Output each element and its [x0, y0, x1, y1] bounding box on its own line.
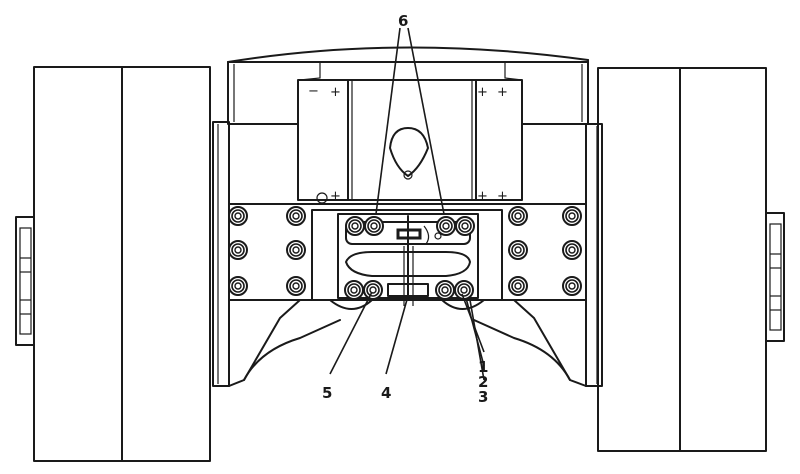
callout-4: 4: [381, 384, 391, 402]
callout-6: 6: [398, 12, 408, 30]
svg-text:+: +: [497, 189, 508, 204]
bolt: [436, 216, 456, 236]
bolt: [363, 280, 383, 300]
bolt: [508, 206, 528, 226]
callout-2: 2: [478, 373, 488, 391]
bolt: [562, 240, 582, 260]
bolt-group-left: [228, 206, 306, 296]
svg-text:+: +: [330, 189, 341, 204]
central-plate: − + + + + + +: [297, 79, 523, 204]
bolt: [344, 280, 364, 300]
bolt-group-center: [344, 216, 475, 300]
svg-text:+: +: [477, 189, 488, 204]
svg-text:+: +: [497, 85, 508, 100]
callout-3: 3: [478, 388, 488, 406]
bolt: [435, 280, 455, 300]
bolt: [286, 240, 306, 260]
right-wheel: [597, 67, 785, 452]
bolt-group-right: [508, 206, 582, 296]
bolt: [228, 276, 248, 296]
leader-lines: [329, 27, 485, 381]
svg-text:+: +: [477, 85, 488, 100]
bolt: [286, 276, 306, 296]
bolt: [562, 206, 582, 226]
lower-arms: [228, 299, 587, 387]
bolt: [508, 276, 528, 296]
bolt: [228, 240, 248, 260]
svg-text:+: +: [330, 85, 341, 100]
bolt: [455, 216, 475, 236]
svg-text:−: −: [308, 84, 319, 99]
left-wheel: [15, 66, 211, 462]
bolt: [228, 206, 248, 226]
bolt: [562, 276, 582, 296]
bolt: [508, 240, 528, 260]
bolt: [454, 280, 474, 300]
bolt: [345, 216, 365, 236]
callout-5: 5: [322, 384, 332, 402]
callout-1: 1: [478, 358, 488, 376]
callout-labels: 6 5 4 1 2 3: [322, 12, 488, 406]
top-frame: [227, 46, 589, 125]
bolt: [364, 216, 384, 236]
bolt: [286, 206, 306, 226]
